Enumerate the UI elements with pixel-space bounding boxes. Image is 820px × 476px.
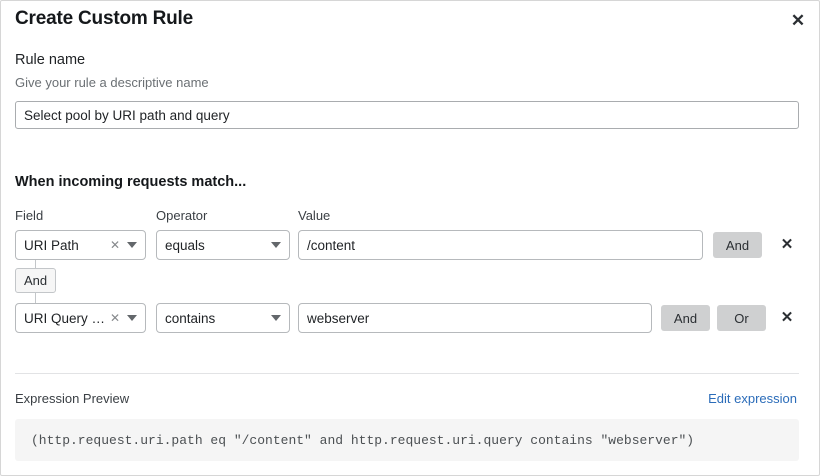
operator-select-2-value: contains — [165, 310, 216, 326]
conditions-section-title: When incoming requests match... — [15, 174, 247, 190]
operator-select-1[interactable]: equals — [156, 230, 290, 260]
clear-icon[interactable]: ✕ — [109, 311, 120, 325]
field-select-2-value: URI Query St... — [24, 310, 110, 326]
operator-select-2[interactable]: contains — [156, 303, 290, 333]
and-button-row-1[interactable]: And — [713, 232, 762, 258]
chevron-down-icon — [127, 242, 137, 248]
connector-line-top — [35, 260, 36, 271]
edit-expression-link[interactable]: Edit expression — [708, 391, 797, 406]
rule-name-input[interactable] — [15, 101, 799, 129]
chevron-down-icon — [127, 315, 137, 321]
chevron-down-icon — [271, 315, 281, 321]
chevron-down-icon — [271, 242, 281, 248]
column-header-value: Value — [298, 208, 331, 223]
column-header-operator: Operator — [156, 208, 208, 223]
delete-icon[interactable]: ✕ — [776, 303, 798, 333]
close-icon[interactable]: ✕ — [785, 8, 811, 32]
field-select-1[interactable]: URI Path ✕ — [15, 230, 146, 260]
field-select-2[interactable]: URI Query St... ✕ — [15, 303, 146, 333]
value-input-1[interactable] — [298, 230, 703, 260]
rule-name-label: Rule name — [15, 52, 86, 68]
value-input-2[interactable] — [298, 303, 652, 333]
rule-name-help-text: Give your rule a descriptive name — [15, 75, 209, 90]
and-button-row-2[interactable]: And — [661, 305, 710, 331]
dialog-title: Create Custom Rule — [15, 8, 193, 29]
section-divider — [15, 373, 799, 374]
connector-line-bottom — [35, 293, 36, 304]
condition-connector-and[interactable]: And — [15, 268, 57, 293]
expression-preview-code: (http.request.uri.path eq "/content" and… — [31, 432, 695, 448]
expression-preview-label: Expression Preview — [15, 391, 130, 406]
column-header-field: Field — [15, 208, 44, 223]
or-button-row-2[interactable]: Or — [717, 305, 766, 331]
expression-preview-box: (http.request.uri.path eq "/content" and… — [15, 419, 799, 461]
clear-icon[interactable]: ✕ — [109, 238, 120, 252]
delete-icon[interactable]: ✕ — [776, 230, 798, 260]
field-select-1-value: URI Path — [24, 237, 79, 253]
operator-select-1-value: equals — [165, 237, 205, 253]
